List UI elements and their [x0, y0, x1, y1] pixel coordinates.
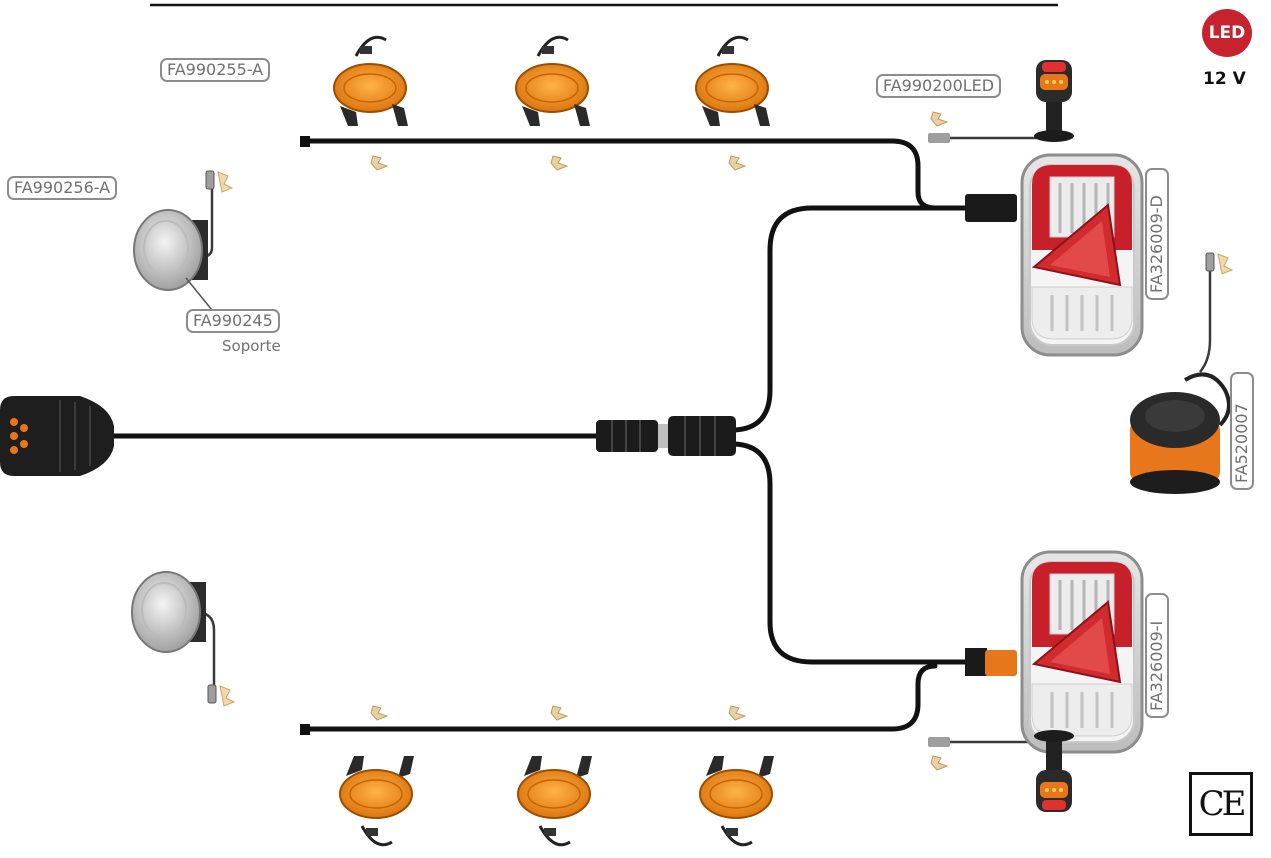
branch-cable-right [732, 205, 978, 433]
label-bracket-caption: Soporte [222, 337, 281, 355]
left-lamp-connector-body [965, 648, 987, 676]
rear-lamp-right [1020, 153, 1144, 357]
position-lamp-bottom-connector [207, 684, 235, 707]
side-marker-bottom-1 [338, 754, 416, 847]
bracket-leader [185, 277, 213, 311]
cable-end-bottom [300, 724, 310, 735]
cable-end-top [300, 136, 310, 147]
marker-cable-bottom [305, 663, 938, 732]
side-marker-bottom-2 [516, 754, 594, 847]
central-connector [596, 416, 736, 456]
end-outline-marker-top [1034, 60, 1074, 142]
side-marker-top-3 [694, 35, 772, 128]
rear-lamp-left [1020, 550, 1144, 754]
position-lamp-top [133, 209, 209, 291]
branch-cable-left [732, 441, 978, 665]
trailer-plug [0, 396, 114, 476]
position-lamp-bottom [131, 571, 207, 653]
plug-pins [10, 418, 28, 454]
label-bracket-code: FA990245 [186, 309, 280, 333]
marker-cable-top [305, 138, 938, 211]
voltage-label: 12 V [1203, 69, 1246, 89]
end-outline-plug-top [928, 133, 950, 143]
label-position-lamp: FA990256-A [7, 176, 118, 200]
left-lamp-connector-orange [985, 650, 1017, 676]
label-end-outline-marker: FA990200LED [876, 74, 1002, 98]
rotating-beacon [1130, 252, 1233, 494]
right-lamp-connector [965, 194, 1017, 222]
side-marker-top-2 [514, 35, 592, 128]
cable-harness [107, 138, 978, 732]
end-outline-plug-bottom [928, 737, 950, 747]
label-rear-lamp-right: FA326009-D [1145, 168, 1169, 300]
side-marker-bottom-3 [698, 754, 776, 847]
ce-mark-logo: CE [1189, 772, 1253, 836]
side-marker-top-1 [332, 35, 410, 128]
label-rear-lamp-left: FA326009-I [1145, 593, 1169, 718]
label-beacon: FA520007 [1230, 372, 1254, 490]
label-side-marker-top: FA990255-A [160, 58, 271, 82]
position-lamp-top-connector [205, 170, 233, 193]
led-badge: LED [1202, 9, 1252, 57]
